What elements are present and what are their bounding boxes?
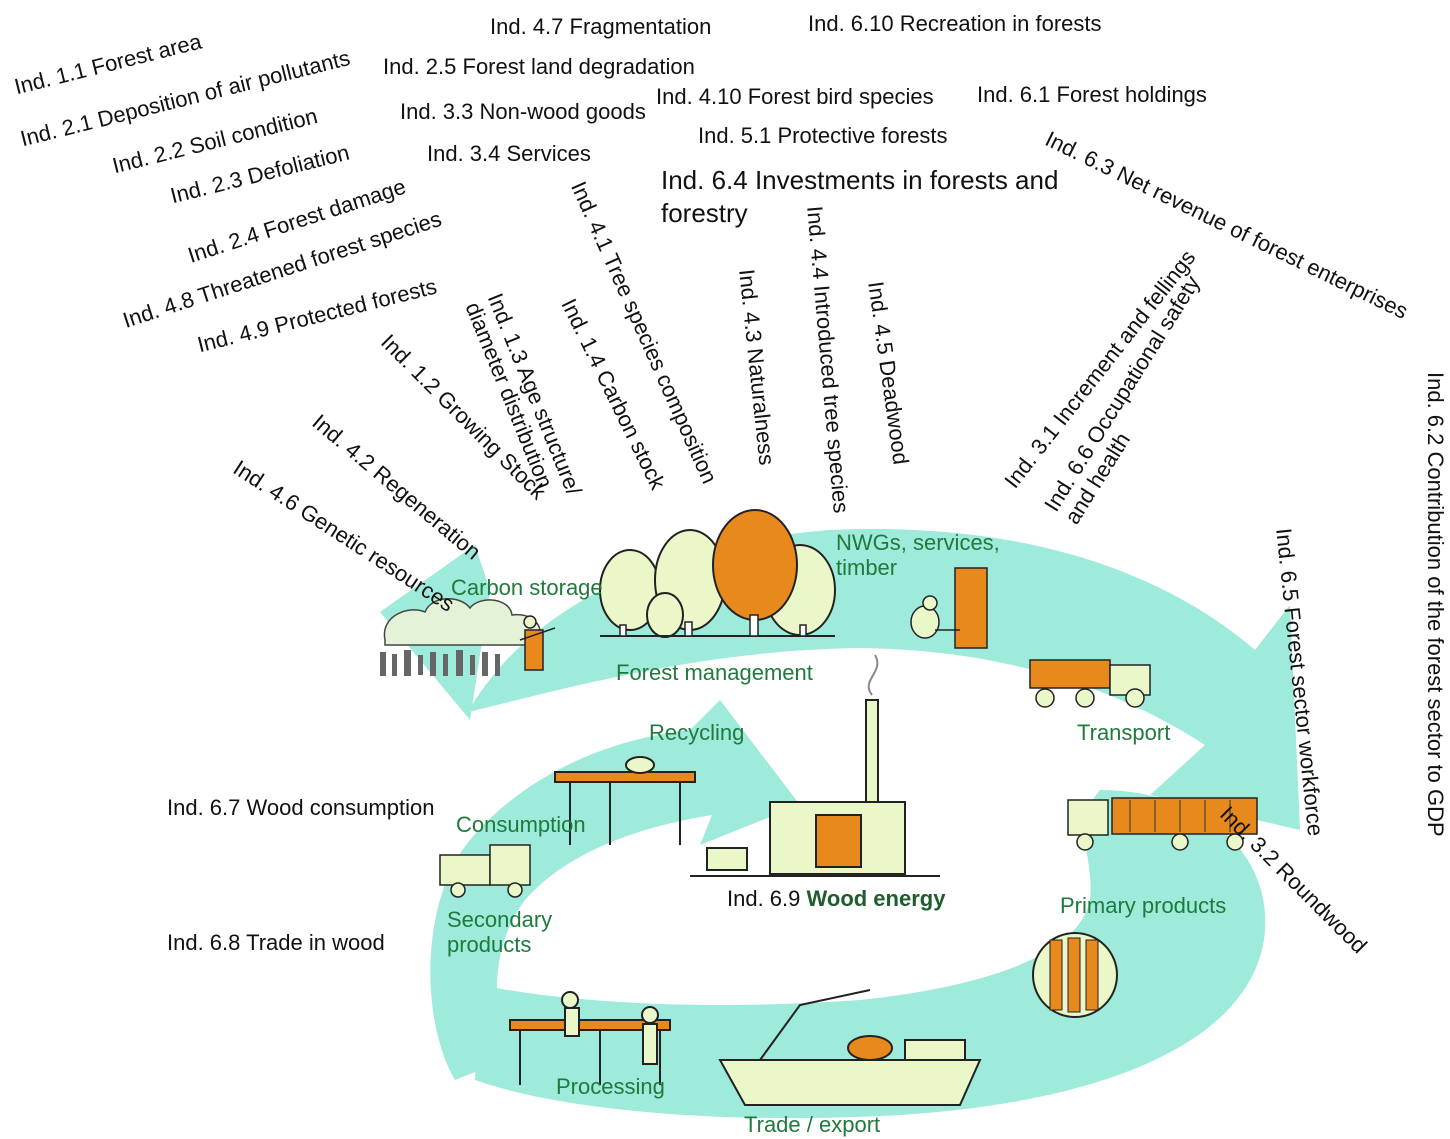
stage-consumption: Consumption [456,812,586,837]
sawmill-workers-icon [509,991,671,1085]
indicator-6-4: Ind. 6.4 Investments in forests and fore… [661,165,1059,228]
delivery-van-icon [439,844,531,898]
indicator-4-10: Ind. 4.10 Forest bird species [656,84,934,109]
harvester-worker-icon [910,567,988,649]
indicator-4-7: Ind. 4.7 Fragmentation [490,14,712,39]
stage-recycling: Recycling [649,720,745,745]
indicator-5-1: Ind. 5.1 Protective forests [698,123,948,148]
wood-energy-term: Wood energy [806,886,946,911]
indicator-6-2: Ind. 6.2 Contribution of the forest sect… [1423,372,1448,837]
stage-trade-export: Trade / export [744,1112,881,1137]
forest-trees-icon [599,509,836,638]
stage-nwgs-services-timber: NWGs, services, timber [836,530,1000,581]
cargo-ship-icon [718,989,982,1106]
left-cycle-band [430,700,800,1080]
indicator-6-1: Ind. 6.1 Forest holdings [977,82,1207,107]
indicator-6-7: Ind. 6.7 Wood consumption [167,795,435,820]
indicator-3-4: Ind. 3.4 Services [427,141,591,166]
stage-secondary-products: Secondary products [447,907,553,958]
stage-transport: Transport [1077,720,1171,745]
stage-carbon-storage: Carbon storage [451,575,603,600]
indicator-3-3: Ind. 3.3 Non-wood goods [400,99,646,124]
indicator-6-9: Ind. 6.9 Wood energy [727,886,946,911]
indicator-2-5: Ind. 2.5 Forest land degradation [383,54,695,79]
log-stack-icon [1032,932,1118,1018]
indicator-6-8: Ind. 6.8 Trade in wood [167,930,385,955]
indicator-6-10: Ind. 6.10 Recreation in forests [808,11,1102,36]
consumption-table-icon [554,756,696,845]
right-cycle-band [475,790,1266,1119]
cloud-icon [380,598,541,676]
woodcutter-icon [519,615,556,671]
power-plant-icon [690,654,940,877]
timber-lorry-icon [1067,797,1258,851]
log-truck-icon [1029,659,1151,708]
stage-forest-management: Forest management [616,660,813,685]
stage-processing: Processing [556,1074,665,1099]
stage-primary-products: Primary products [1060,893,1227,918]
